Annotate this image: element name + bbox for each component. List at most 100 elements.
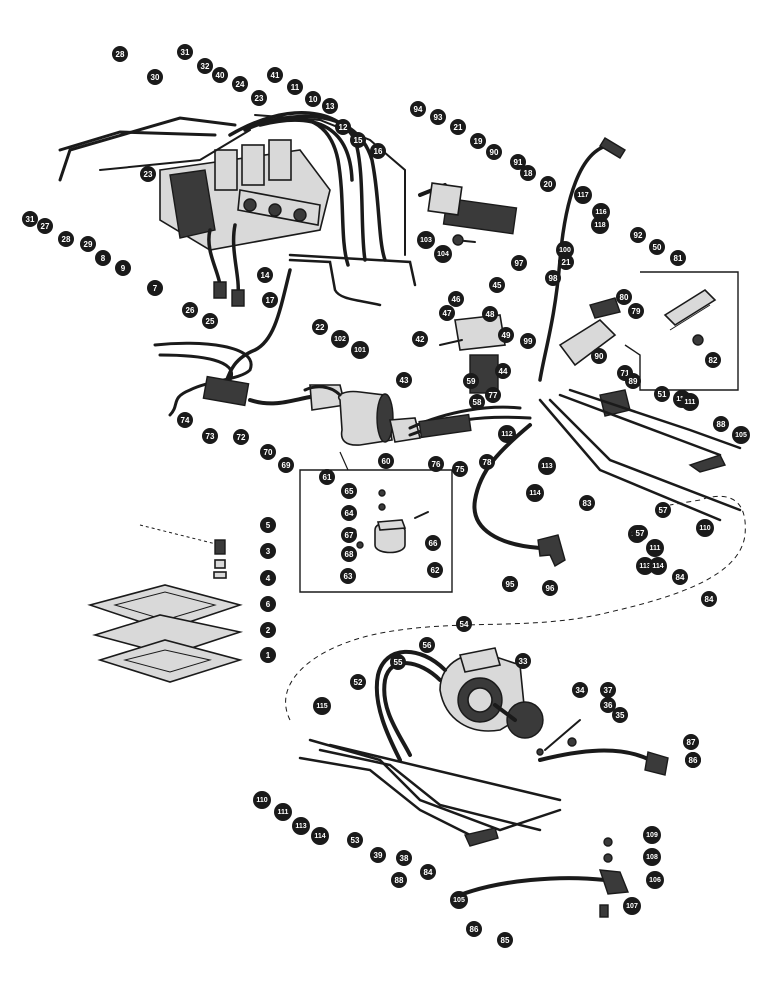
- callout-number: 114: [529, 490, 540, 497]
- callout-36: 36: [600, 697, 616, 713]
- callout-circle: [643, 848, 661, 866]
- callout-circle: [396, 850, 412, 866]
- callout-number: 58: [473, 398, 482, 407]
- callout-number: 50: [653, 243, 662, 252]
- callout-number: 96: [546, 584, 555, 593]
- callout-number: 47: [443, 309, 452, 318]
- callout-circle: [489, 277, 505, 293]
- callout-number: 53: [351, 836, 360, 845]
- pump-group-outline: [285, 495, 746, 721]
- callout-circle: [705, 352, 721, 368]
- callout-number: 90: [595, 352, 604, 361]
- callout-number: 14: [261, 271, 270, 280]
- callout-circle: [182, 302, 198, 318]
- callout-number: 67: [345, 531, 354, 540]
- callout-circle: [495, 363, 511, 379]
- callout-number: 103: [420, 237, 432, 244]
- callout-circle: [685, 752, 701, 768]
- callout-8: 8: [95, 250, 111, 266]
- callout-97: 97: [511, 255, 527, 271]
- callout-number: 21: [454, 123, 463, 132]
- callout-circle: [452, 461, 468, 477]
- callout-33: 33: [515, 653, 531, 669]
- callout-number: 22: [316, 323, 325, 332]
- callout-circle: [341, 505, 357, 521]
- callout-number: 7: [153, 284, 158, 293]
- callout-circle: [287, 79, 303, 95]
- callout-number: 81: [674, 254, 683, 263]
- hose-95: [472, 423, 542, 550]
- callout-circle: [542, 580, 558, 596]
- callout-65: 65: [341, 483, 357, 499]
- callout-63: 63: [340, 568, 356, 584]
- callout-number: 46: [452, 295, 461, 304]
- callout-number: 114: [314, 833, 325, 840]
- callout-62: 62: [427, 562, 443, 578]
- callout-circle: [456, 616, 472, 632]
- callout-77: 77: [485, 387, 501, 403]
- callout-number: 107: [626, 903, 638, 910]
- callout-circle: [616, 289, 632, 305]
- callout-114-19: 114: [526, 484, 544, 502]
- callout-number: 62: [431, 566, 440, 575]
- callout-73: 73: [202, 428, 218, 444]
- callout-circle: [312, 319, 328, 335]
- callout-number: 43: [400, 376, 409, 385]
- callout-114-5: 114: [311, 827, 329, 845]
- callout-number: 34: [576, 686, 585, 695]
- callout-number: 110: [699, 525, 710, 532]
- callout-circle: [520, 165, 536, 181]
- callout-number: 75: [456, 465, 465, 474]
- callout-circle: [683, 734, 699, 750]
- callout-circle: [115, 260, 131, 276]
- callout-number: 55: [394, 658, 403, 667]
- callout-circle: [655, 502, 671, 518]
- callout-circle: [434, 245, 452, 263]
- callout-12: 12: [335, 119, 351, 135]
- callout-circle: [140, 166, 156, 182]
- callout-48: 48: [482, 306, 498, 322]
- callout-circle: [600, 682, 616, 698]
- callout-14: 14: [257, 267, 273, 283]
- hose-87: [538, 748, 652, 762]
- callout-circle: [643, 826, 661, 844]
- callout-circle: [262, 292, 278, 308]
- callout-circle: [466, 921, 482, 937]
- callout-circle: [591, 348, 607, 364]
- callout-circle: [267, 67, 283, 83]
- callout-number: 20: [544, 180, 553, 189]
- callout-circle: [378, 453, 394, 469]
- callout-number: 76: [432, 460, 441, 469]
- callout-number: 10: [309, 95, 318, 104]
- callout-circle: [612, 707, 628, 723]
- callout-circle: [212, 67, 228, 83]
- callout-circle: [600, 697, 616, 713]
- callout-circle: [370, 143, 386, 159]
- callout-number: 13: [326, 102, 335, 111]
- callout-number: 8: [101, 254, 106, 263]
- callout-104: 104: [434, 245, 452, 263]
- callout-circle: [469, 394, 485, 410]
- callout-circle: [646, 539, 664, 557]
- callout-38: 38: [396, 850, 412, 866]
- callout-17: 17: [262, 292, 278, 308]
- callout-number: 94: [414, 105, 423, 114]
- callout-number: 86: [470, 925, 479, 934]
- callout-number: 49: [502, 331, 511, 340]
- callout-28-12: 28: [58, 231, 74, 247]
- callout-64: 64: [341, 505, 357, 521]
- callout-number: 113: [295, 823, 306, 830]
- callout-55: 55: [390, 654, 406, 670]
- callout-57-22: 57: [632, 525, 648, 541]
- callout-5: 5: [260, 517, 276, 533]
- suction-hose: [153, 341, 253, 417]
- callout-72: 72: [233, 429, 249, 445]
- callout-59: 59: [463, 373, 479, 389]
- callout-number: 28: [116, 50, 125, 59]
- callout-number: 32: [201, 62, 210, 71]
- callout-number: 3: [266, 547, 271, 556]
- callout-number: 88: [717, 420, 726, 429]
- callout-113-18: 113: [538, 457, 556, 475]
- callout-circle: [623, 897, 641, 915]
- callout-21: 21: [450, 119, 466, 135]
